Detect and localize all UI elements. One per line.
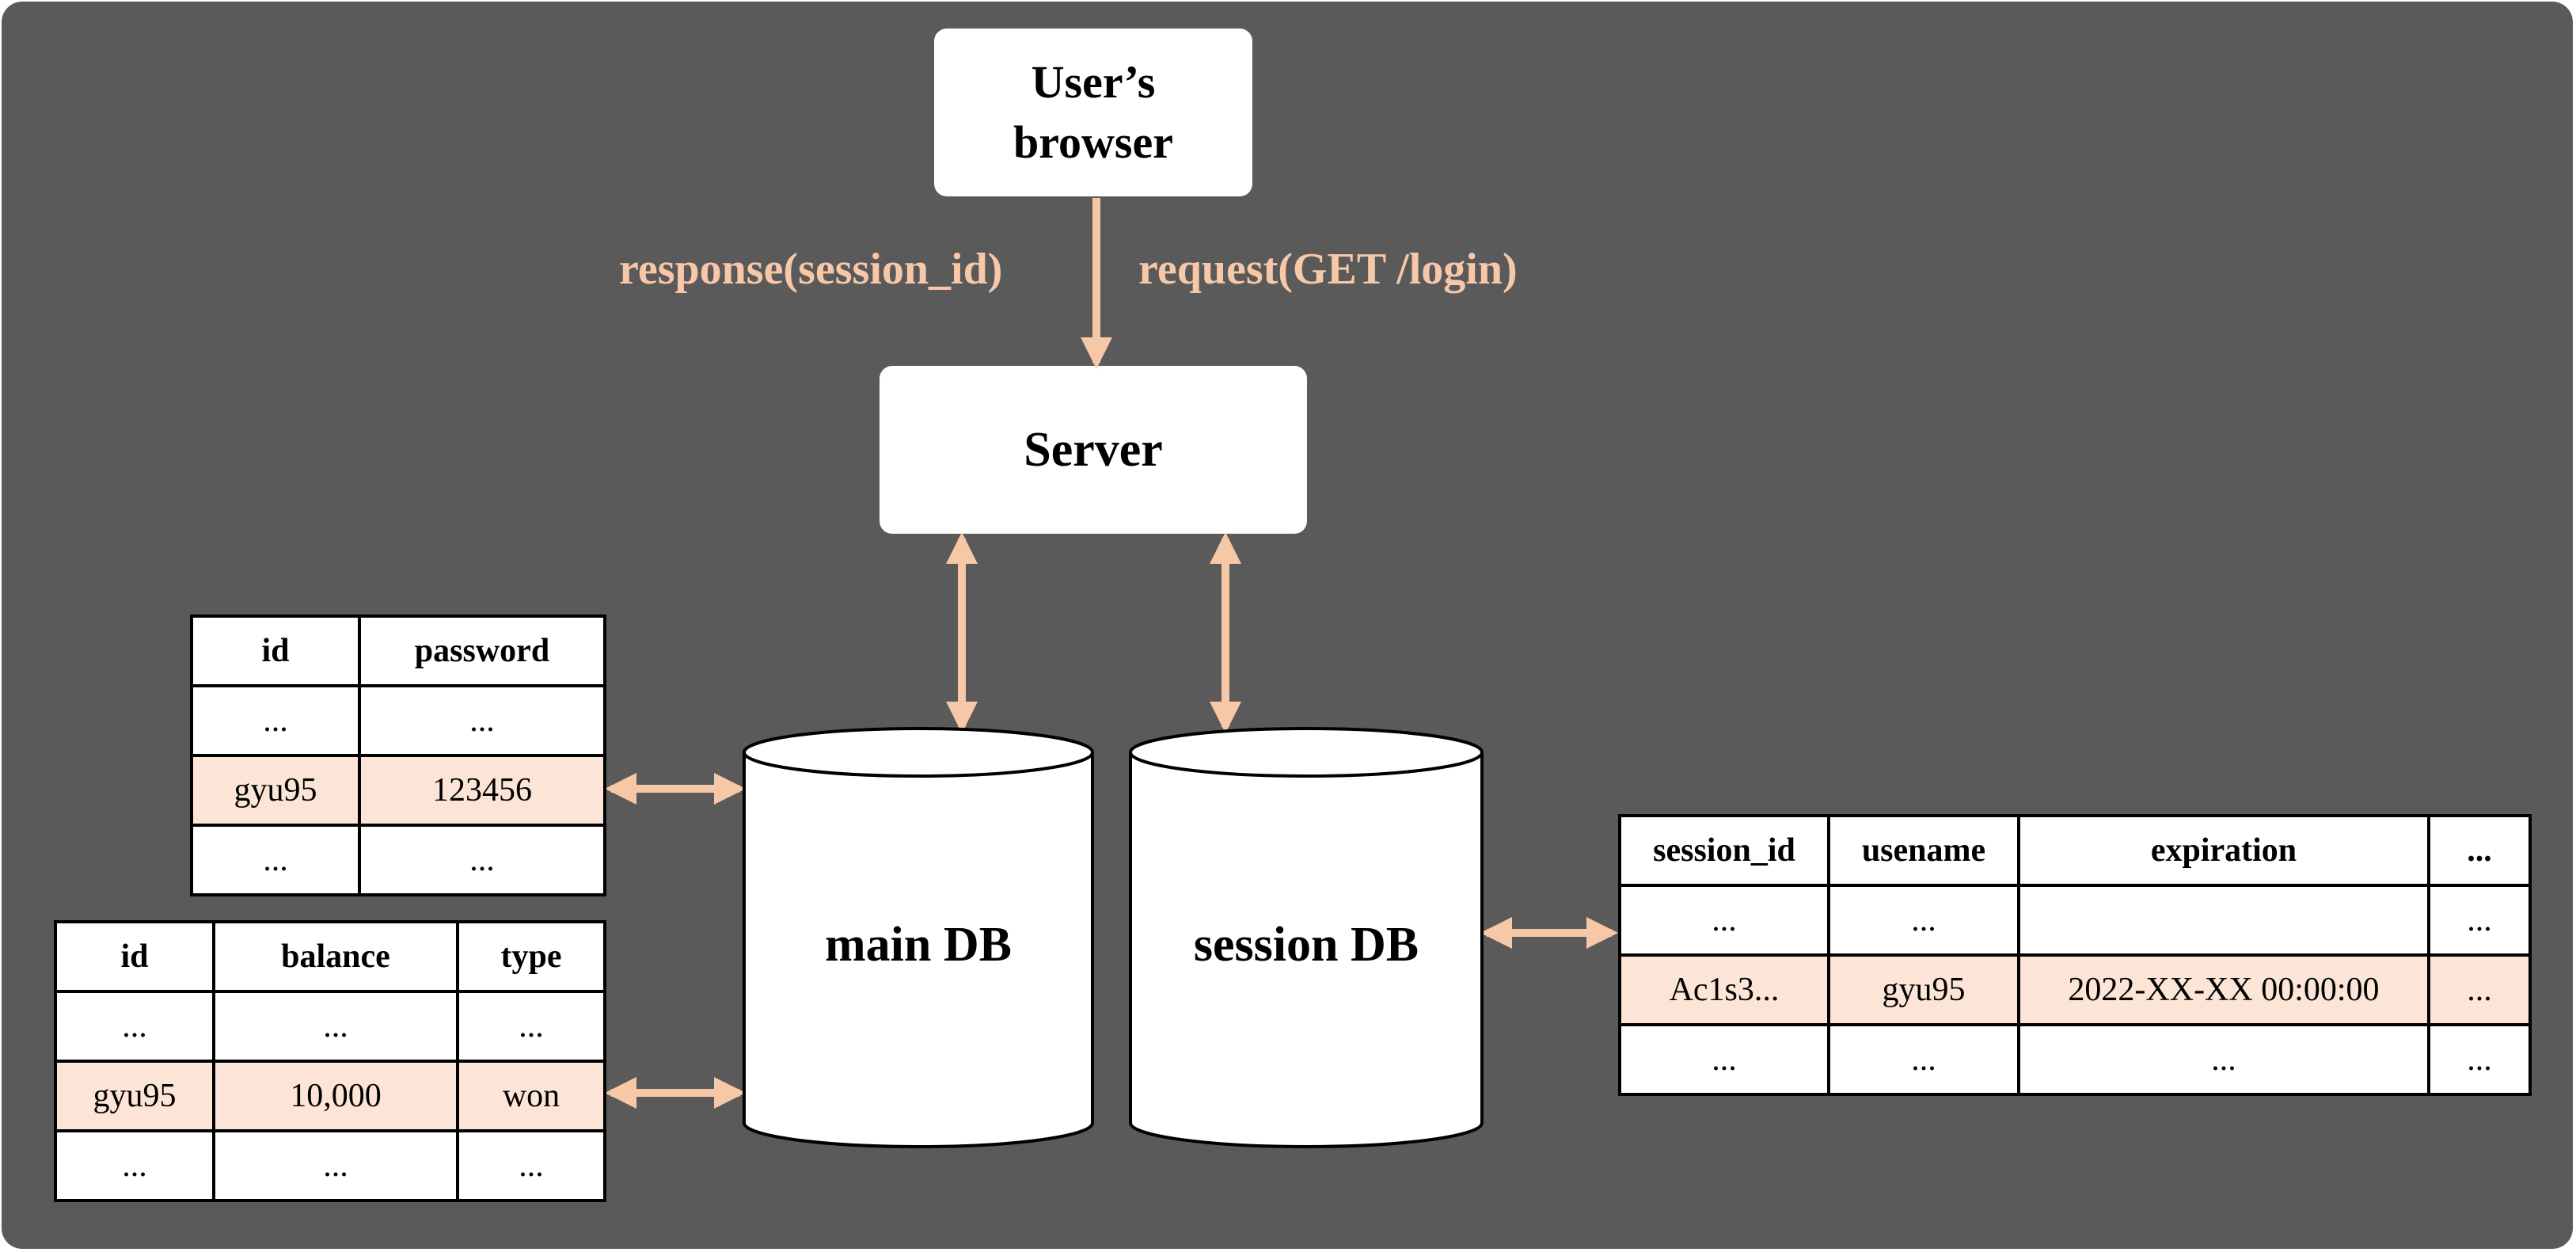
table-header-row: session_id usename expiration ... (1618, 814, 2532, 887)
response-edge-label: response(session_id) (619, 245, 1003, 294)
table-cell: ... (190, 684, 361, 757)
table-cell: ... (54, 1129, 215, 1202)
table-cell: ... (2017, 1023, 2430, 1096)
header-cell: usename (1827, 814, 2020, 887)
browser-node: User’s browser (934, 29, 1252, 196)
header-cell: expiration (2017, 814, 2430, 887)
table-row: ... ... (190, 824, 606, 896)
table-cell: ... (1618, 1023, 1830, 1096)
table-row: ... ... ... (54, 1129, 606, 1202)
table-header-row: id password (190, 615, 606, 687)
server-label: Server (1024, 422, 1163, 477)
table-row-highlighted: Ac1s3... gyu95 2022-XX-XX 00:00:00 ... (1618, 953, 2532, 1026)
table-cell: ... (2427, 884, 2532, 957)
table-cell: gyu95 (54, 1060, 215, 1132)
table-cell: ... (2427, 1023, 2532, 1096)
table-cell: ... (358, 824, 606, 896)
table-cell: ... (456, 1129, 606, 1202)
table-row: ... ... ... (54, 990, 606, 1063)
table-cell (2017, 884, 2430, 957)
table-cell: won (456, 1060, 606, 1132)
browser-label: User’s browser (1013, 56, 1173, 168)
table-cell: ... (358, 684, 606, 757)
table-cell: ... (212, 1129, 459, 1202)
table-row: ... ... (190, 684, 606, 757)
table-cell: gyu95 (190, 754, 361, 827)
table-header-row: id balance type (54, 920, 606, 993)
table-cell: Ac1s3... (1618, 953, 1830, 1026)
table-cell: ... (1827, 1023, 2020, 1096)
table-cell: 123456 (358, 754, 606, 827)
session-table: session_id usename expiration ... ... ..… (1618, 814, 2532, 1096)
table-cell: 10,000 (212, 1060, 459, 1132)
header-cell: balance (212, 920, 459, 993)
table-cell: ... (1618, 884, 1830, 957)
session-db-label: session DB (1193, 918, 1419, 972)
balance-table: id balance type ... ... ... gyu95 10,000… (54, 920, 606, 1202)
header-cell: session_id (1618, 814, 1830, 887)
main-db-label: main DB (825, 918, 1012, 972)
table-cell: ... (1827, 884, 2020, 957)
request-edge-label: request(GET /login) (1138, 245, 1518, 294)
header-cell: ... (2427, 814, 2532, 887)
server-node: Server (880, 366, 1307, 534)
user-table: id password ... ... gyu95 123456 ... ... (190, 615, 606, 896)
table-cell: ... (2427, 953, 2532, 1026)
table-cell: ... (212, 990, 459, 1063)
table-cell: gyu95 (1827, 953, 2020, 1026)
table-row-highlighted: gyu95 123456 (190, 754, 606, 827)
table-cell: 2022-XX-XX 00:00:00 (2017, 953, 2430, 1026)
header-cell: id (54, 920, 215, 993)
table-row-highlighted: gyu95 10,000 won (54, 1060, 606, 1132)
table-cell: ... (54, 990, 215, 1063)
main-db-cylinder (743, 727, 1094, 1148)
header-cell: id (190, 615, 361, 687)
session-db-cylinder (1129, 727, 1484, 1148)
table-row: ... ... ... ... (1618, 1023, 2532, 1096)
header-cell: password (358, 615, 606, 687)
table-row: ... ... ... (1618, 884, 2532, 957)
header-cell: type (456, 920, 606, 993)
table-cell: ... (456, 990, 606, 1063)
table-cell: ... (190, 824, 361, 896)
